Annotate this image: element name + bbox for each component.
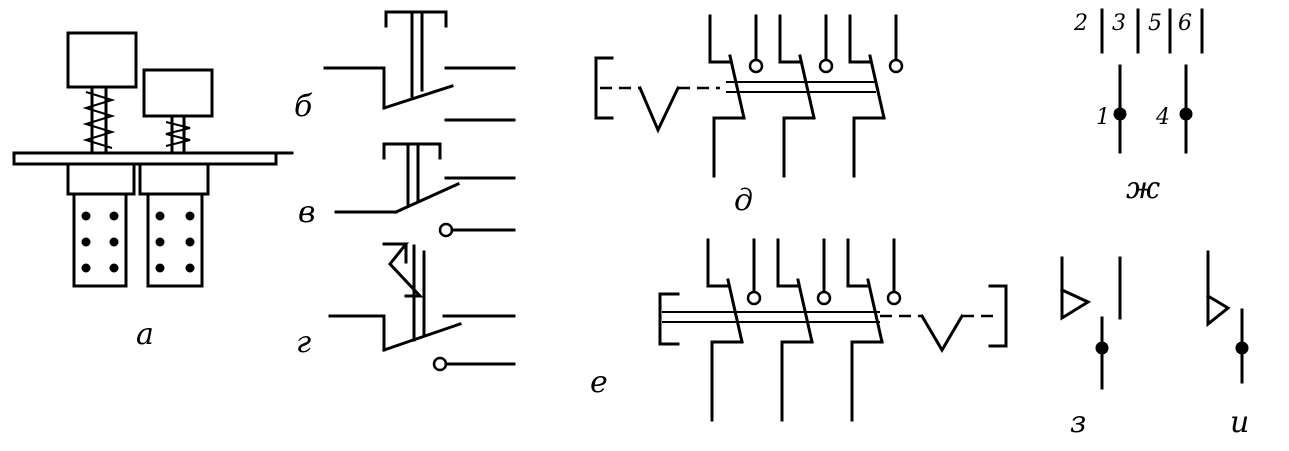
label-g: г	[296, 325, 311, 360]
pole-e-2-terminal	[816, 290, 832, 306]
pole-d-1-blade	[728, 54, 746, 120]
terminal-dot	[185, 263, 195, 273]
label-z: з	[1070, 405, 1086, 440]
symbol-e: е	[590, 238, 1008, 422]
pole-d-3-terminal	[888, 58, 904, 74]
label-v: в	[298, 195, 315, 230]
terminal-dot	[155, 211, 165, 221]
body-left	[66, 162, 136, 196]
button-assembly-a: а	[12, 31, 294, 352]
symbol-d: д	[594, 14, 904, 218]
spring-left	[82, 91, 116, 149]
terminal-dot	[81, 237, 91, 247]
terminal-dot	[109, 211, 119, 221]
terminal-dot	[185, 211, 195, 221]
pole-d-1-terminal	[748, 58, 764, 74]
label-e: е	[590, 365, 608, 400]
symbol-b: б	[294, 10, 516, 124]
pole-e-2-blade	[796, 278, 814, 344]
terminal-dot	[81, 211, 91, 221]
label-a: а	[136, 317, 154, 352]
pole-e-3-terminal	[886, 290, 902, 306]
zh-num-5: 5	[1148, 11, 1162, 36]
terminal-dot	[155, 263, 165, 273]
zh-num-3: 3	[1112, 11, 1126, 36]
spring-right	[165, 121, 191, 147]
button-cap-right	[142, 68, 214, 118]
terminal-dot	[81, 263, 91, 273]
terminal-dot	[109, 237, 119, 247]
pole-d-3-blade	[868, 54, 886, 120]
zh-num-1: 1	[1096, 105, 1110, 130]
terminal-dot	[155, 237, 165, 247]
symbol-zh: 2 3 5 6 1 4 ж	[1073, 8, 1204, 206]
label-b: б	[294, 89, 313, 124]
symbol-v: в	[298, 142, 516, 238]
contact-block-right	[146, 192, 204, 288]
label-zh: ж	[1126, 171, 1160, 206]
body-right	[138, 162, 210, 196]
pole-d-2-blade	[798, 54, 816, 120]
pole-e-1-blade	[726, 278, 744, 344]
zh-num-2: 2	[1073, 11, 1088, 36]
button-cap-left	[66, 31, 138, 89]
zh-num-6: 6	[1178, 11, 1192, 36]
symbol-i: и	[1205, 250, 1249, 440]
symbol-z: з	[1060, 256, 1122, 440]
terminal-dot	[185, 237, 195, 247]
pole-e-3-blade	[866, 278, 884, 344]
contact-block-left	[72, 192, 128, 288]
terminal-dot	[109, 263, 119, 273]
zh-num-4: 4	[1155, 105, 1170, 130]
label-d: д	[734, 183, 753, 218]
pole-d-2-terminal	[818, 58, 834, 74]
symbol-g: г	[296, 242, 516, 372]
label-i: и	[1230, 405, 1249, 440]
pole-e-1-terminal	[746, 290, 762, 306]
